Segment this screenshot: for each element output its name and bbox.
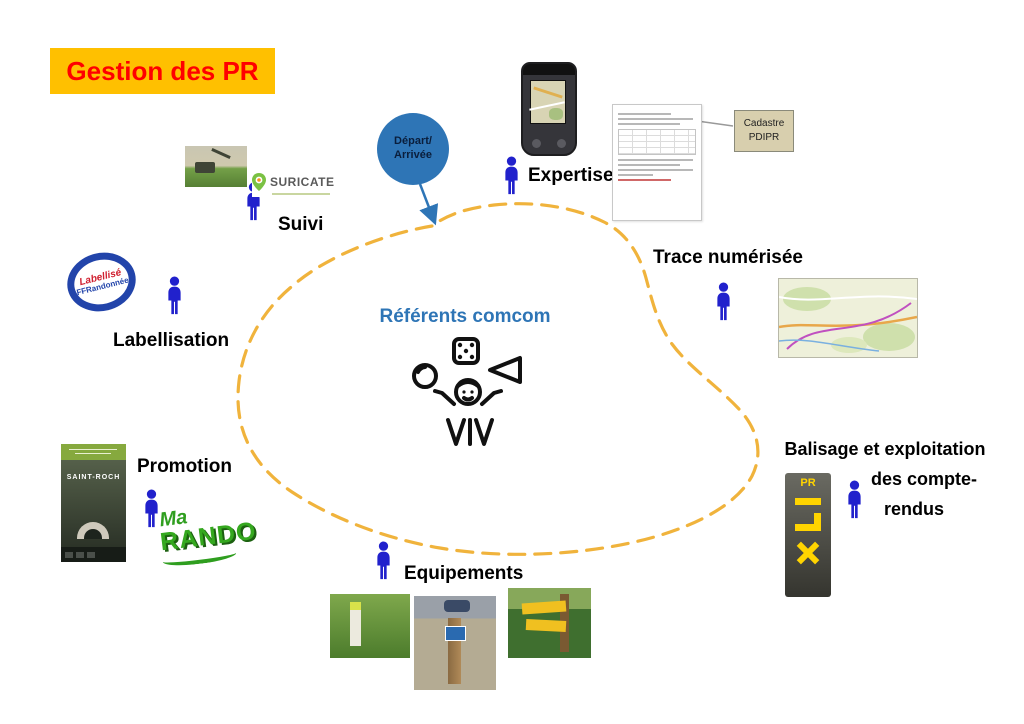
poster-title: SAINT-ROCH — [66, 474, 121, 481]
label-balisage-line1: Balisage et exploitation — [784, 439, 986, 459]
person-icon — [163, 276, 186, 316]
bubble-line1: Départ/ — [394, 135, 432, 148]
pdipr-document-image — [612, 104, 702, 221]
label-suivi: Suivi — [278, 214, 324, 235]
label-promotion: Promotion — [137, 456, 232, 477]
pr-marking-text: PR — [800, 477, 816, 489]
wrong-way-mark — [795, 541, 821, 565]
bubble-line2: Arrivée — [394, 149, 432, 161]
start-finish-bubble: Départ/ Arrivée — [377, 113, 449, 185]
poster-footer-band — [61, 547, 126, 562]
tractor-body-shape — [195, 162, 215, 173]
stone-bridge-shape — [77, 522, 109, 539]
equipment-photo-1 — [330, 594, 410, 658]
equipment-photo-2 — [414, 596, 496, 690]
trace-map-image — [778, 278, 918, 358]
turn-mark — [795, 513, 821, 531]
person-icon — [712, 282, 735, 322]
suricate-logo: SURICATE — [252, 167, 336, 197]
person-icon — [372, 541, 395, 581]
label-expertise: Expertise — [528, 165, 614, 186]
label-balisage-line2: des compte- — [870, 469, 978, 489]
location-pin-icon — [252, 173, 266, 191]
gps-map-area — [549, 108, 563, 120]
label-equipements: Equipements — [404, 563, 524, 584]
map-graphic — [779, 279, 917, 357]
gps-button — [557, 139, 566, 148]
center-label: Référents comcom — [379, 306, 551, 327]
cadastre-line1: Cadastre — [743, 118, 785, 129]
trail-marker-post-image: PR — [785, 473, 831, 597]
gps-top-band — [523, 64, 575, 75]
ma-rando-logo: Ma RANDO — [156, 499, 258, 575]
suricate-tagline-bar — [272, 193, 330, 195]
cadastre-pdipr-box: Cadastre PDIPR — [734, 110, 794, 152]
start-arrow — [418, 183, 439, 226]
poster-photo-area: SAINT-ROCH — [61, 460, 126, 547]
ff-randonnee-label-logo: Labellisé FFRandonnée — [61, 245, 142, 319]
equipment-photo-3 — [508, 588, 591, 658]
blue-sign-shape — [445, 626, 466, 641]
person-icon — [500, 156, 523, 196]
cadastre-line2: PDIPR — [748, 132, 780, 143]
label-trace-numerisee: Trace numérisée — [653, 247, 803, 268]
document-table — [618, 129, 696, 155]
promotion-poster-image: SAINT-ROCH — [61, 444, 126, 562]
label-labellisation: Labellisation — [113, 330, 230, 351]
tractor-arm-shape — [211, 148, 231, 159]
suricate-wordmark: SURICATE — [270, 175, 335, 189]
person-icon — [843, 480, 866, 520]
yellow-arrow-sign — [525, 618, 567, 633]
marker-post-shape — [350, 602, 361, 646]
gps-button — [532, 139, 541, 148]
gps-device-image — [521, 62, 577, 156]
gps-map-road — [533, 86, 563, 99]
gps-screen — [529, 80, 566, 124]
poster-header-band — [61, 444, 126, 460]
car-shape — [444, 600, 470, 612]
maintenance-photo — [185, 146, 247, 187]
page-title: Gestion des PR — [50, 48, 275, 94]
juggler-icon — [412, 337, 522, 446]
label-balisage-line3: rendus — [883, 499, 944, 519]
straight-ahead-mark — [795, 498, 821, 505]
